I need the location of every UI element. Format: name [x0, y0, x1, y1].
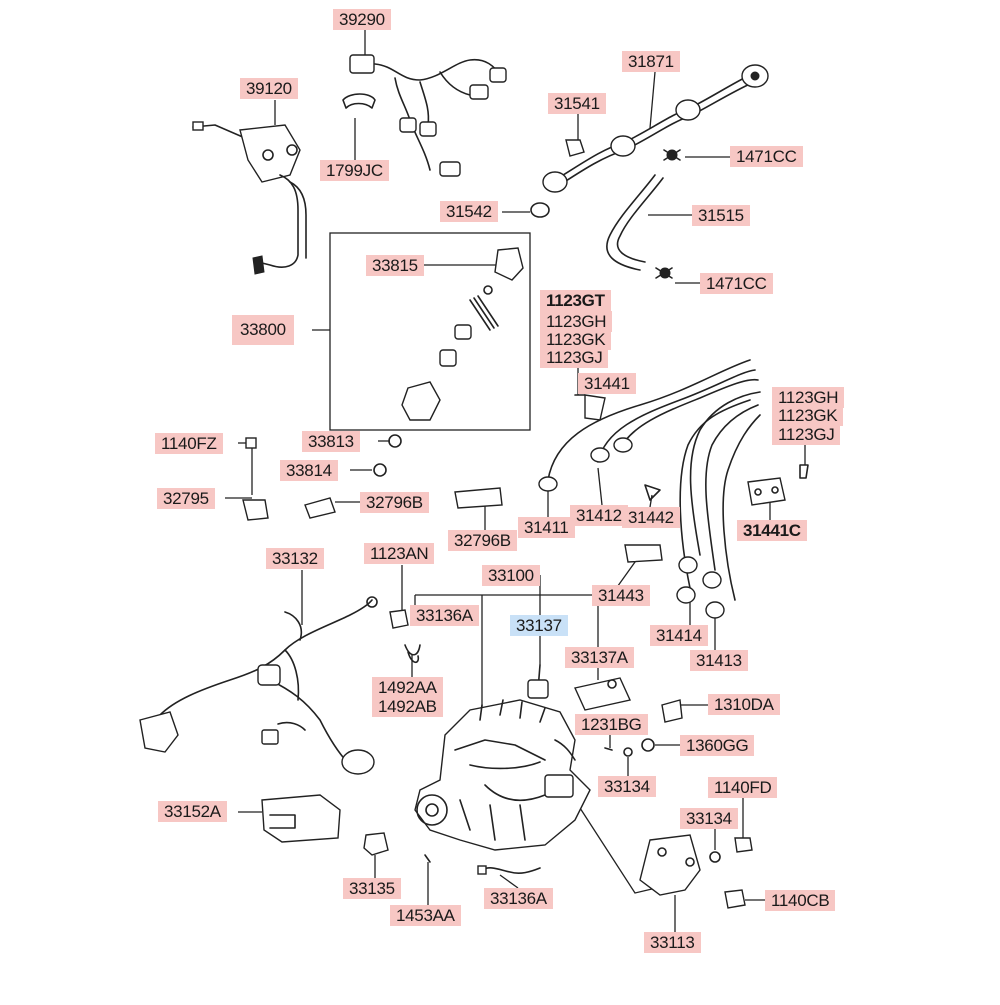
part-label-1453AA[interactable]: 1453AA [390, 905, 461, 926]
nozzle-holder-parts [373, 247, 524, 477]
part-label-1231BG[interactable]: 1231BG [575, 714, 648, 735]
pump-small-parts [389, 609, 683, 757]
part-label-1492AB[interactable]: 1492AB [372, 696, 443, 717]
part-label-31443[interactable]: 31443 [592, 585, 650, 606]
part-label-33814[interactable]: 33814 [280, 460, 338, 481]
part-label-33137[interactable]: 33137 [510, 615, 568, 636]
hose-31515 [606, 174, 673, 279]
part-label-1799JC[interactable]: 1799JC [320, 160, 389, 181]
part-label-31441C[interactable]: 31441C [737, 520, 807, 541]
part-label-31442[interactable]: 31442 [622, 507, 680, 528]
part-label-1123GT[interactable]: 1123GT [540, 290, 611, 311]
brackets [242, 394, 809, 563]
part-label-31871[interactable]: 31871 [622, 51, 680, 72]
part-label-32796B-lower[interactable]: 32796B [448, 530, 517, 551]
part-label-1310DA[interactable]: 1310DA [708, 694, 780, 715]
part-label-1140CB[interactable]: 1140CB [765, 890, 836, 911]
part-label-1471CC-lower[interactable]: 1471CC [700, 273, 773, 294]
part-label-33132[interactable]: 33132 [266, 548, 324, 569]
part-label-33136A-lower[interactable]: 33136A [484, 888, 553, 909]
part-label-1123GH-right[interactable]: 1123GH [772, 387, 845, 408]
part-label-1123GK-left[interactable]: 1123GK [540, 329, 612, 350]
part-label-33136A-upper[interactable]: 33136A [410, 605, 479, 626]
sensor-39120 [192, 121, 307, 275]
part-label-33135[interactable]: 33135 [343, 878, 401, 899]
nozzle-kit-frame [329, 232, 531, 431]
part-label-1123GK-right[interactable]: 1123GK [772, 405, 844, 426]
part-label-32795[interactable]: 32795 [157, 488, 215, 509]
part-label-33815[interactable]: 33815 [366, 255, 424, 276]
part-label-32796B-upper[interactable]: 32796B [360, 492, 429, 513]
part-label-31441[interactable]: 31441 [578, 373, 636, 394]
part-label-33152A[interactable]: 33152A [158, 801, 227, 822]
part-label-33134-lower[interactable]: 33134 [680, 808, 738, 829]
leader-lines [225, 30, 806, 932]
part-label-31542[interactable]: 31542 [440, 201, 498, 222]
part-label-31413[interactable]: 31413 [690, 650, 748, 671]
part-label-39290[interactable]: 39290 [333, 9, 391, 30]
part-label-31541[interactable]: 31541 [548, 93, 606, 114]
lower-parts [261, 794, 753, 909]
return-line-31871 [530, 64, 769, 218]
part-label-33137A[interactable]: 33137A [565, 647, 634, 668]
part-label-1123GJ-left[interactable]: 1123GJ [540, 347, 609, 368]
part-label-1471CC-upper[interactable]: 1471CC [730, 146, 803, 167]
part-label-33113[interactable]: 33113 [644, 932, 701, 953]
part-label-31411[interactable]: 31411 [518, 517, 575, 538]
part-label-1123AN[interactable]: 1123AN [364, 543, 435, 564]
part-label-39120[interactable]: 39120 [240, 78, 298, 99]
part-label-31515[interactable]: 31515 [692, 205, 750, 226]
part-label-31412[interactable]: 31412 [570, 505, 628, 526]
part-label-1123GH-left[interactable]: 1123GH [540, 311, 613, 332]
harness-33132 [139, 596, 378, 775]
part-label-1123GJ-right[interactable]: 1123GJ [772, 424, 841, 445]
part-label-1140FD[interactable]: 1140FD [708, 777, 778, 798]
part-label-33100[interactable]: 33100 [482, 565, 540, 586]
part-label-33813[interactable]: 33813 [302, 431, 360, 452]
harness-39290 [342, 54, 507, 177]
part-label-33800[interactable]: 33800 [232, 315, 294, 345]
part-label-31414[interactable]: 31414 [650, 625, 708, 646]
injection-pump-body [414, 699, 591, 851]
part-label-1140FZ[interactable]: 1140FZ [155, 433, 223, 454]
injection-pipes [538, 359, 761, 619]
part-label-1492AA[interactable]: 1492AA [372, 677, 443, 698]
part-label-1360GG[interactable]: 1360GG [680, 735, 755, 756]
part-label-33134-upper[interactable]: 33134 [598, 776, 656, 797]
